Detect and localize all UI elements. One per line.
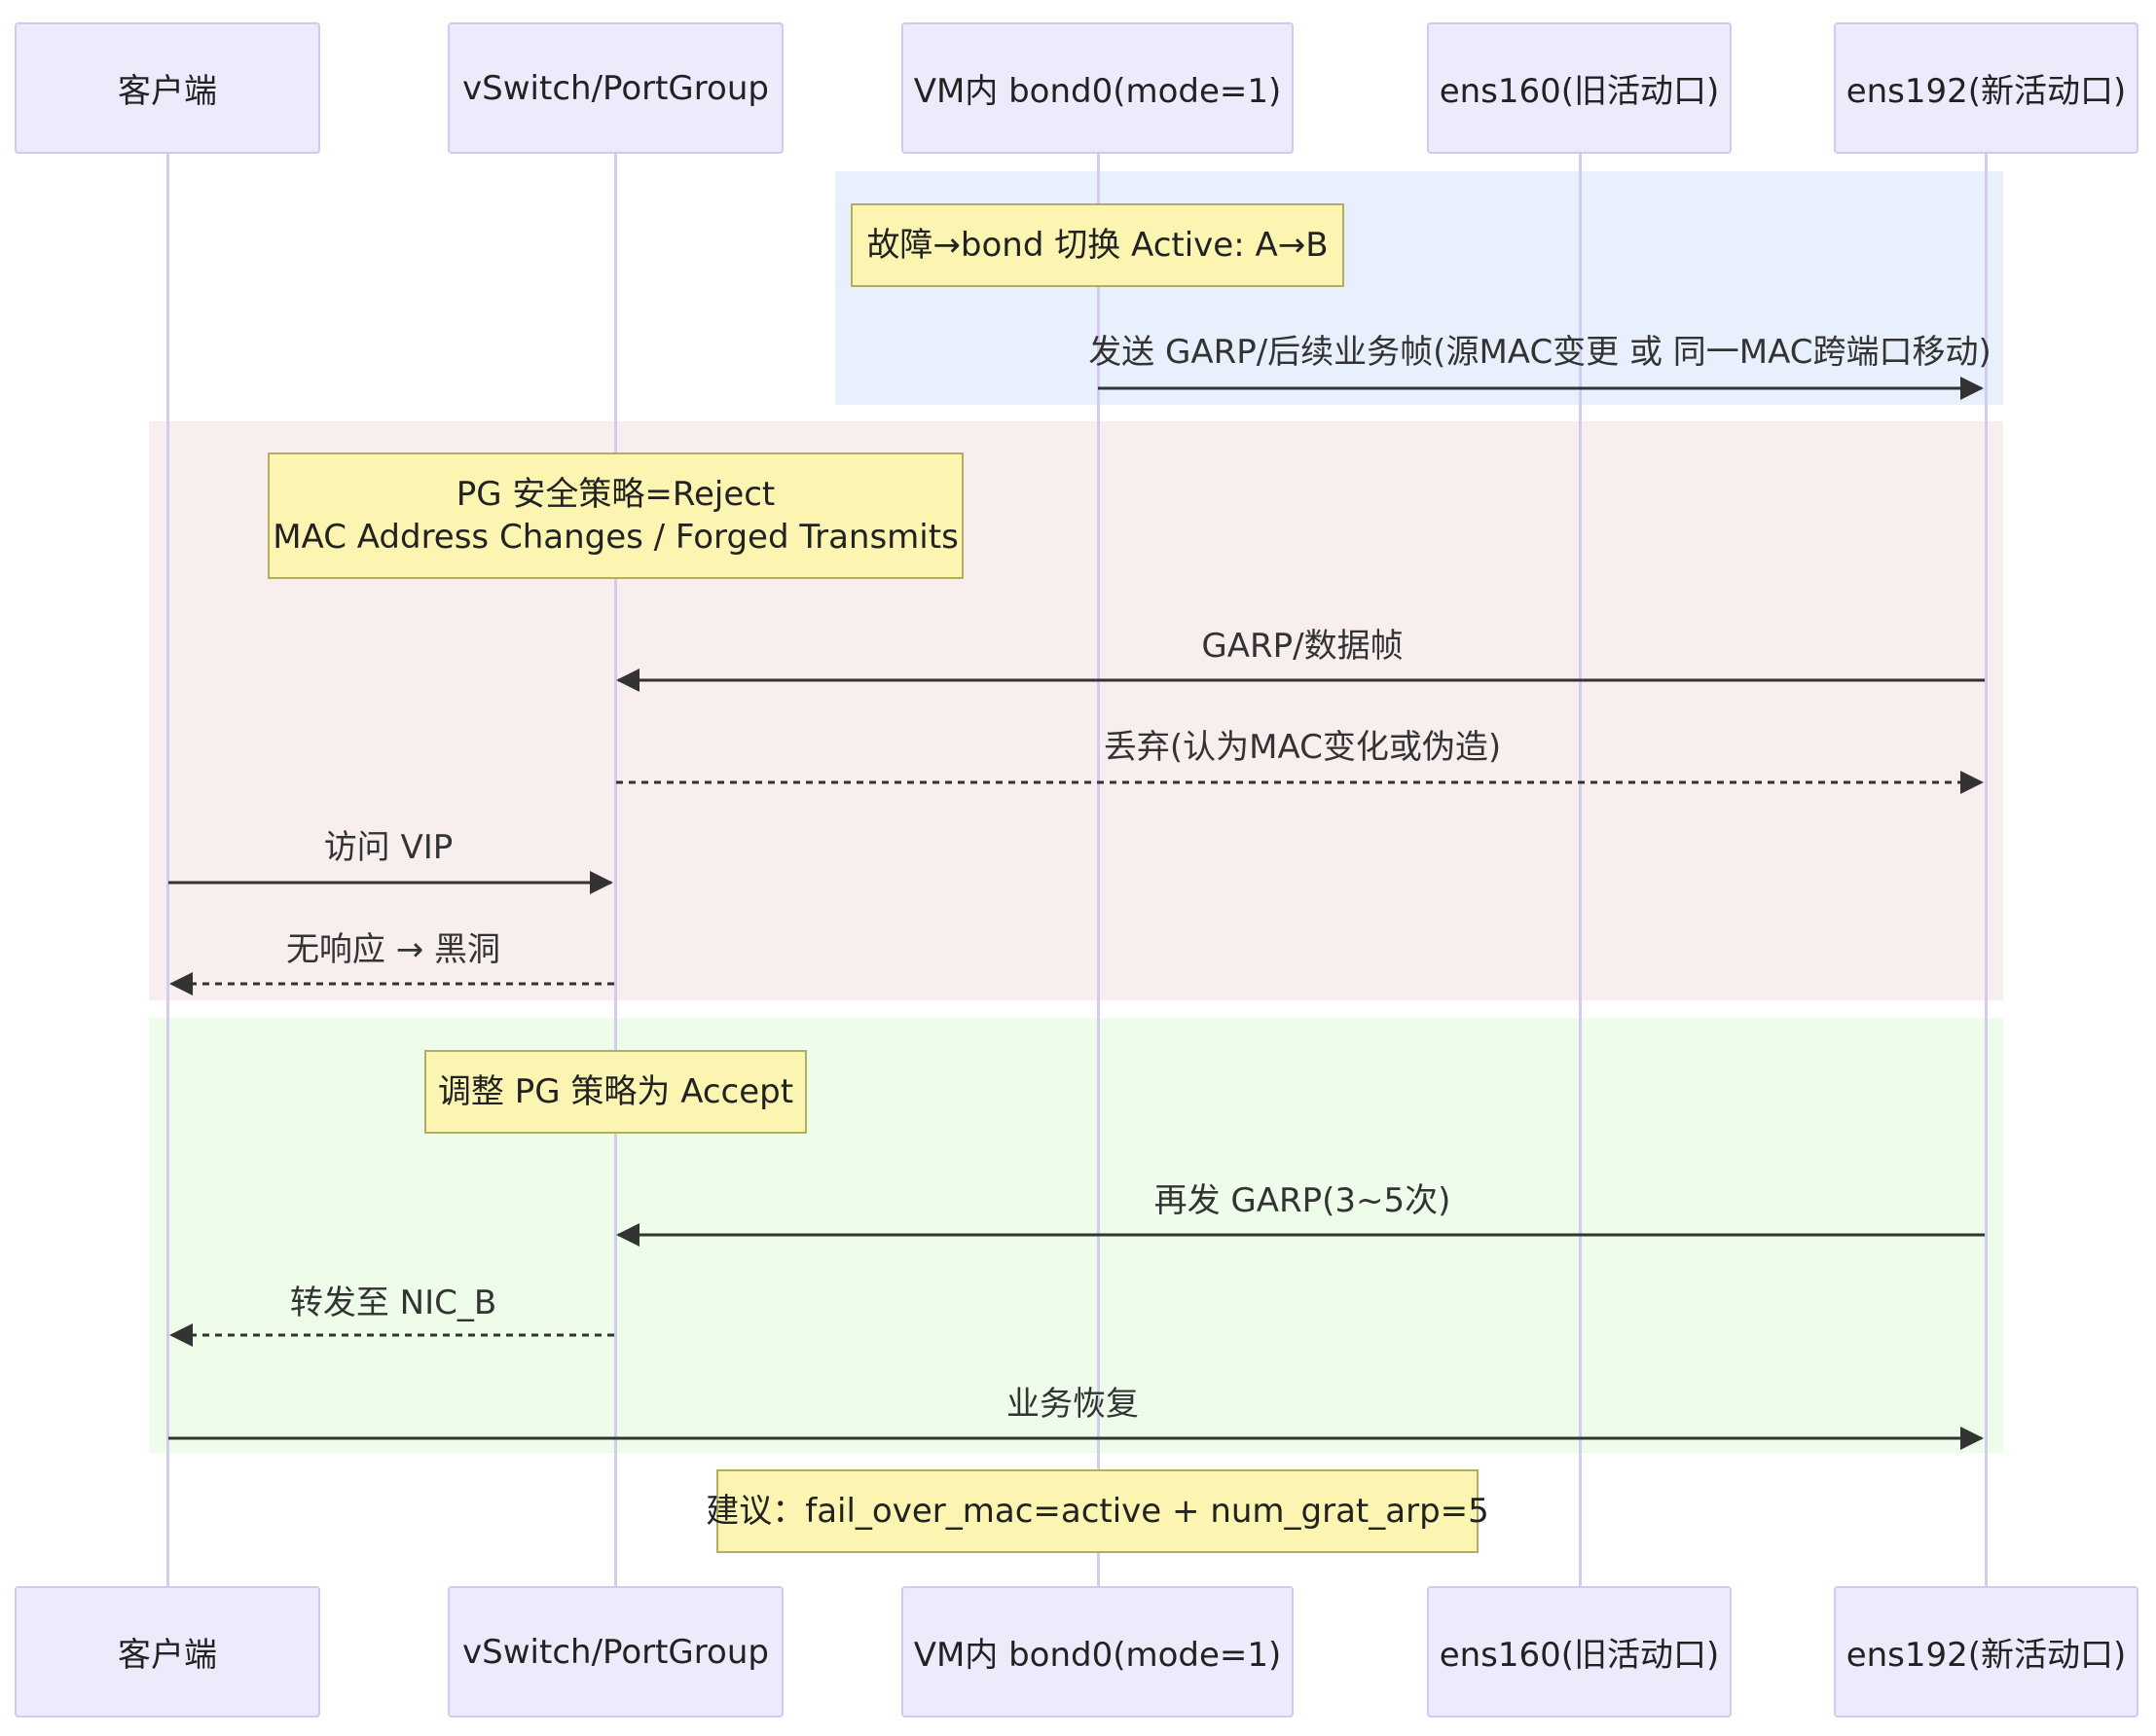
message-label-4: 访问 VIP	[323, 828, 454, 867]
participant-client-bottom: 客户端	[15, 1586, 320, 1718]
note-reject-policy-line1: PG 安全策略=Reject	[456, 474, 776, 514]
lifeline-vswitch	[614, 154, 617, 1586]
message-label-8: 业务恢复	[1006, 1385, 1139, 1424]
participant-ens192-top: ens192(新活动口)	[1834, 22, 2138, 154]
message-label-5: 无响应 → 黑洞	[285, 930, 501, 969]
participant-vswitch-top: vSwitch/PortGroup	[448, 22, 784, 154]
lifeline-ens192	[1985, 154, 1988, 1586]
note-adjust-policy-text: 调整 PG 策略为 Accept	[437, 1071, 794, 1111]
message-label-1: 发送 GARP/后续业务帧(源MAC变更 或 同一MAC跨端口移动)	[1088, 333, 1992, 372]
lifeline-client	[166, 154, 169, 1586]
message-label-6: 再发 GARP(3~5次)	[1153, 1181, 1451, 1220]
participant-bond-top: VM内 bond0(mode=1)	[901, 22, 1294, 154]
lifeline-bond	[1097, 154, 1100, 1586]
note-adjust-policy: 调整 PG 策略为 Accept	[424, 1050, 807, 1134]
participant-bond-bottom: VM内 bond0(mode=1)	[901, 1586, 1294, 1718]
lifeline-ens160	[1579, 154, 1582, 1586]
participant-ens160-top: ens160(旧活动口)	[1427, 22, 1732, 154]
participant-ens160-bottom: ens160(旧活动口)	[1427, 1586, 1732, 1718]
note-failover: 故障→bond 切换 Active: A→B	[851, 203, 1344, 287]
note-reject-policy: PG 安全策略=Reject MAC Address Changes / For…	[268, 452, 964, 579]
message-label-7: 转发至 NIC_B	[289, 1284, 497, 1322]
note-suggestion: 建议：fail_over_mac=active + num_grat_arp=5	[706, 1469, 1489, 1553]
message-label-2: GARP/数据帧	[1201, 627, 1404, 666]
note-suggestion-text: 建议：fail_over_mac=active + num_grat_arp=5	[706, 1491, 1489, 1531]
participant-vswitch-bottom: vSwitch/PortGroup	[448, 1586, 784, 1718]
participant-ens192-bottom: ens192(新活动口)	[1834, 1586, 2138, 1718]
message-label-3: 丢弃(认为MAC变化或伪造)	[1103, 728, 1502, 767]
note-failover-text: 故障→bond 切换 Active: A→B	[866, 225, 1329, 265]
participant-client-top: 客户端	[15, 22, 320, 154]
note-reject-policy-line2: MAC Address Changes / Forged Transmits	[273, 518, 959, 557]
